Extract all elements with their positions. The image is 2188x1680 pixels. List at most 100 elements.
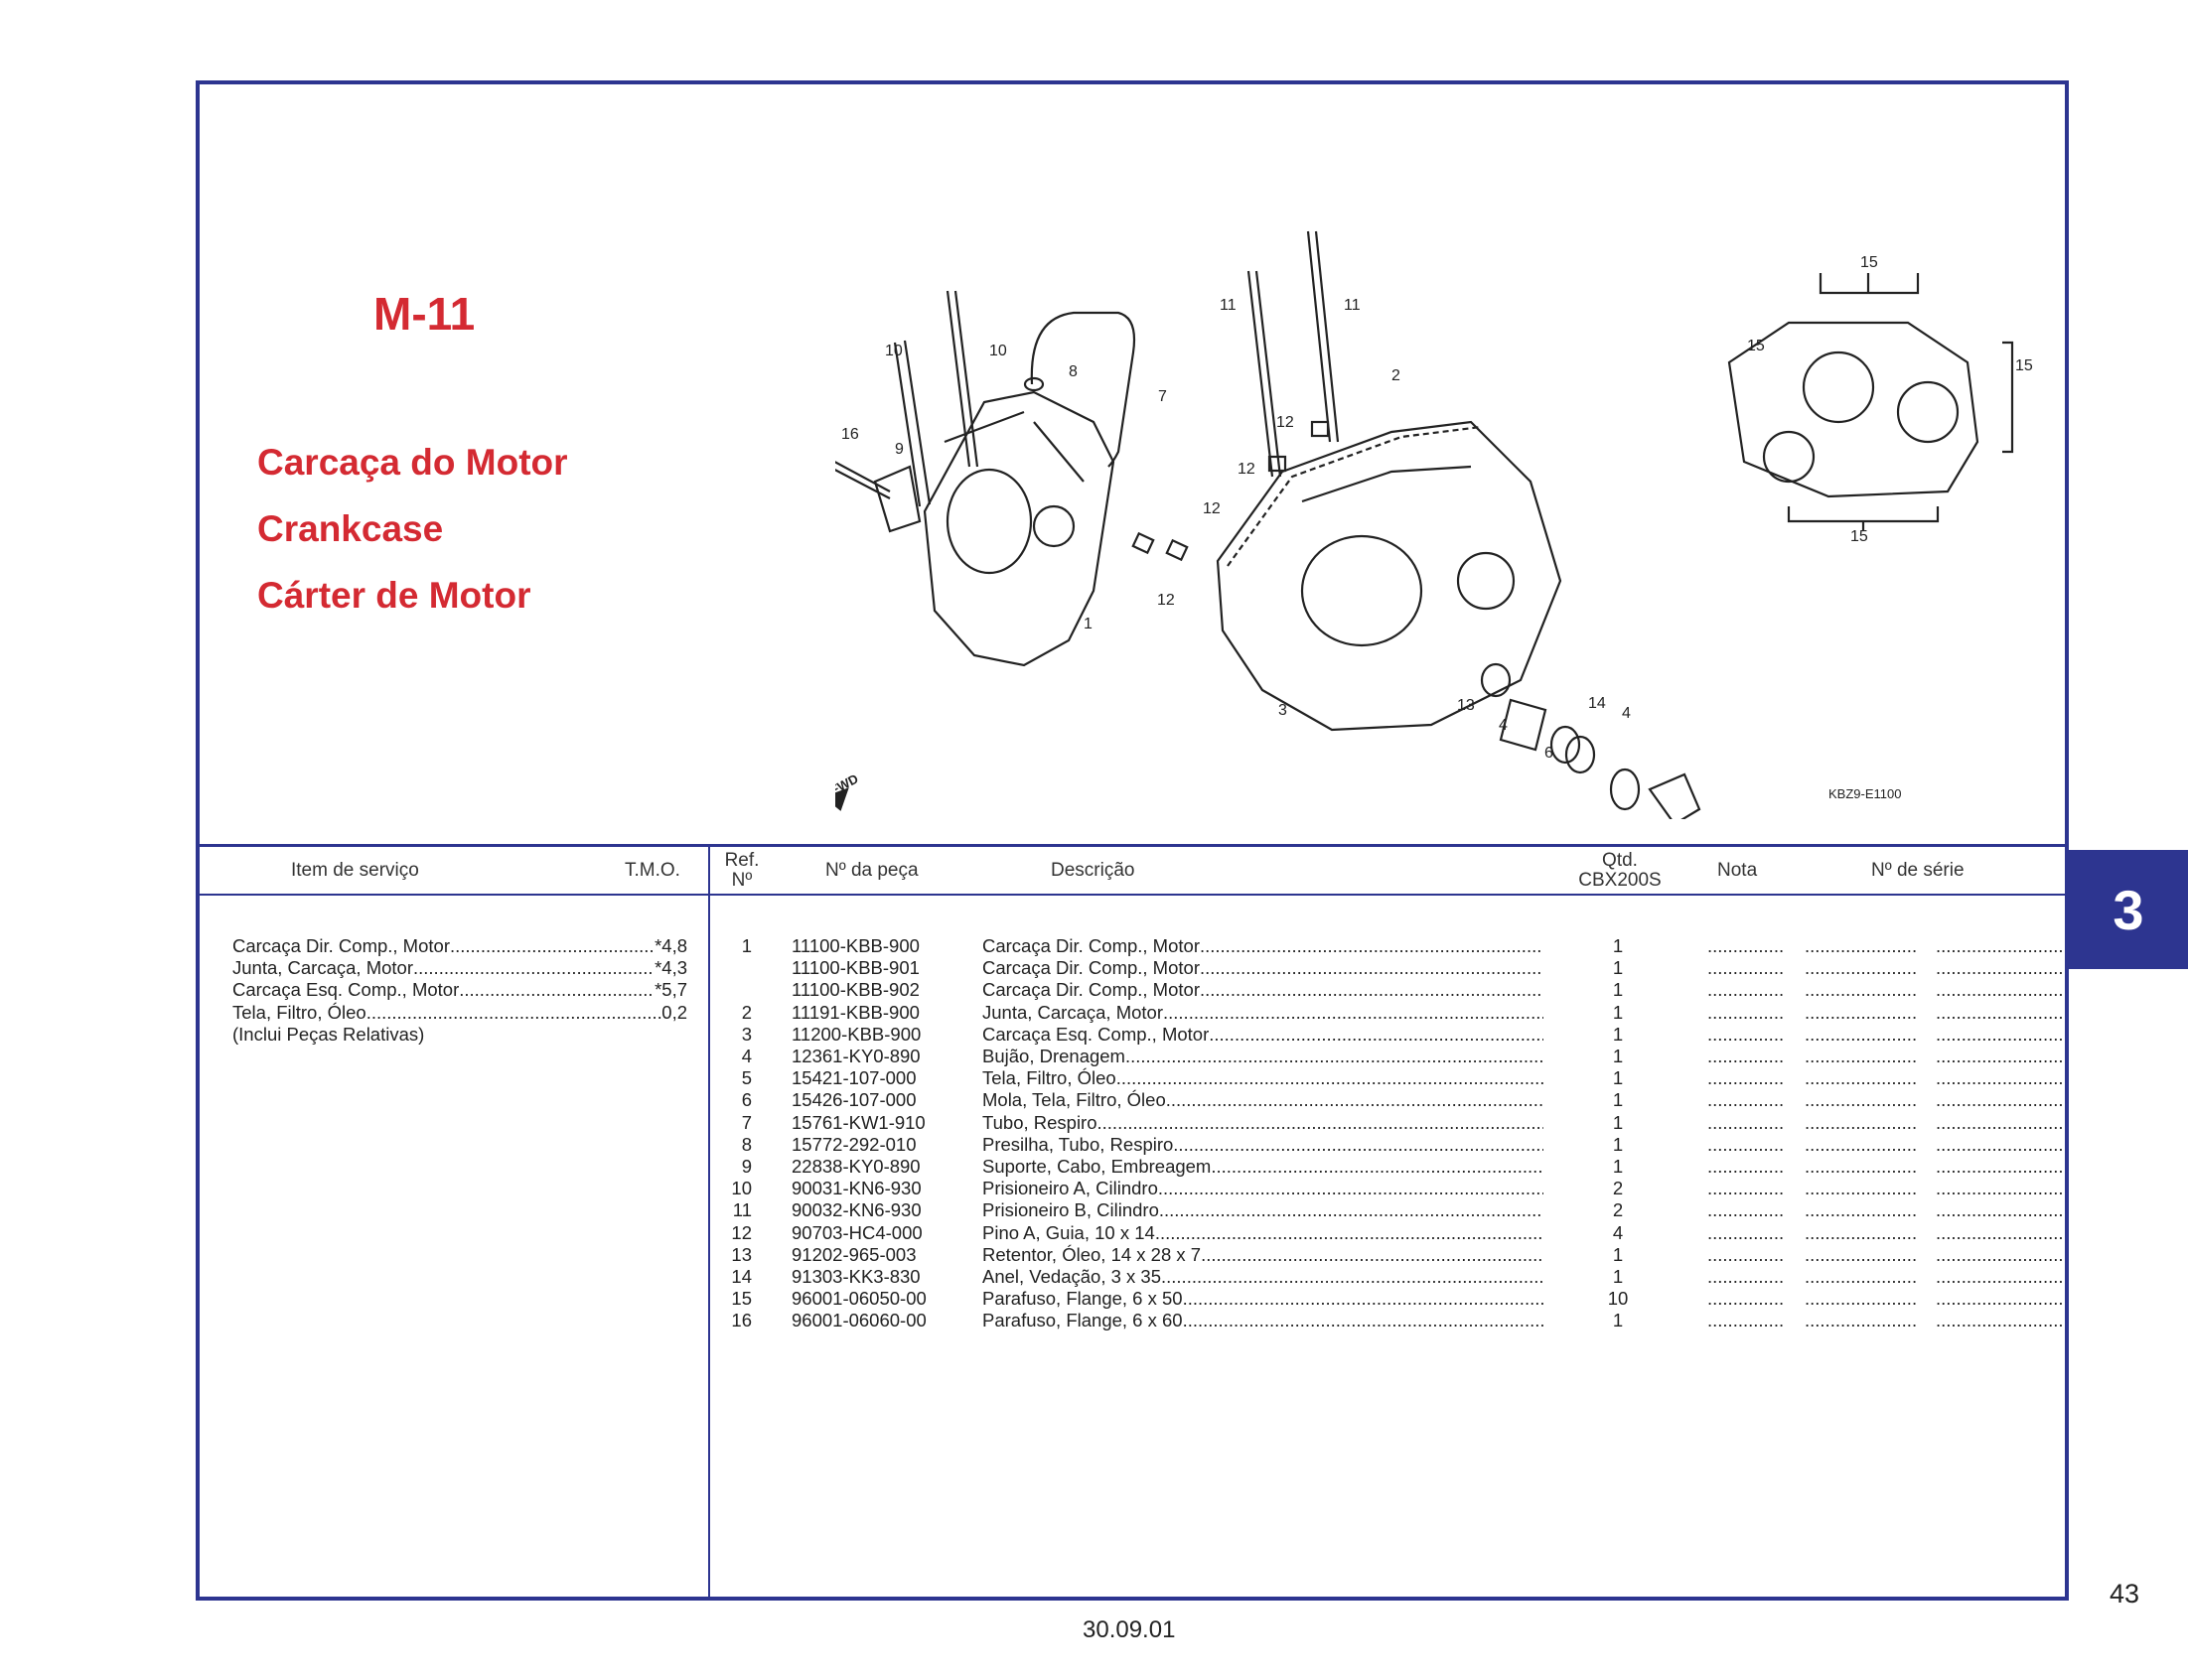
part-description-text: Prisioneiro B, Cilindro (982, 1199, 1159, 1221)
part-quantity: 1 (1612, 957, 1624, 979)
part-description: Prisioneiro A, Cilindro (982, 1178, 1543, 1199)
part-description: Pino A, Guia, 10 x 14 (982, 1222, 1543, 1244)
part-quantity: 1 (1612, 979, 1624, 1001)
part-2-gasket (1227, 425, 1482, 567)
part-quantity: 1 (1612, 1133, 1624, 1155)
blank-field-dots: ........................................ (1805, 1133, 1916, 1155)
blank-field-dots: ........................................ (1707, 1111, 1783, 1133)
leader-dots (1209, 1024, 1543, 1046)
part-quantity: 4 (1612, 1221, 1624, 1243)
part-description: Anel, Vedação, 3 x 35 (982, 1266, 1543, 1288)
blank-field-dots: ........................................ (1707, 1089, 1783, 1111)
part-ref: 7 (741, 1111, 752, 1133)
part-10-stud (893, 340, 932, 507)
blank-field-dots: ........................................ (1805, 1243, 1916, 1265)
part-description-text: Retentor, Óleo, 14 x 28 x 7 (982, 1243, 1202, 1265)
part-7-tube (1030, 311, 1136, 468)
part-description-text: Bujão, Drenagem (982, 1046, 1125, 1066)
part-description-text: Pino A, Guia, 10 x 14 (982, 1221, 1155, 1243)
part-quantity: 1 (1612, 1067, 1624, 1089)
header-qty-line2: CBX200S (1578, 870, 1662, 891)
blank-field-dots: ........................................ (1707, 1046, 1783, 1066)
part-11-stud (1246, 270, 1282, 478)
callout-14: 14 (1588, 695, 1606, 712)
part-ref: 11 (732, 1199, 752, 1221)
blank-field-dots: ........................................ (1707, 1310, 1783, 1331)
blank-field-dots: ........................................ (1936, 1199, 2065, 1221)
header-tmo: T.M.O. (625, 860, 680, 881)
header-ref-line1: Ref. (724, 850, 760, 871)
part-9-bracket (873, 465, 922, 533)
part-quantity: 1 (1612, 935, 1624, 956)
blank-field-dots: ........................................ (1805, 1046, 1916, 1066)
blank-field-dots: ........................................ (1707, 1199, 1783, 1221)
blank-field-dots: ........................................ (1936, 957, 2065, 979)
table-top-rule (200, 844, 2065, 847)
blank-field-dots: ........................................ (1707, 1067, 1783, 1089)
blank-field-dots: ........................................ (1805, 1288, 1916, 1310)
blank-field-dots: ........................................ (1805, 1089, 1916, 1111)
parts-row: 11100-KBB-901 Carcaça Dir. Comp., Motor 1… (200, 957, 2067, 979)
part-description-text: Tela, Filtro, Óleo (982, 1067, 1116, 1089)
part-description: Bujão, Drenagem (982, 1046, 1543, 1067)
part-number: 11100-KBB-900 (792, 935, 920, 956)
blank-field-dots: ........................................ (1805, 935, 1916, 956)
part-number: 11200-KBB-900 (792, 1023, 922, 1045)
part-ref: 13 (731, 1243, 752, 1265)
part-10-stud (946, 290, 979, 468)
blank-field-dots: ........................................ (1707, 979, 1783, 1001)
part-description: Carcaça Dir. Comp., Motor (982, 957, 1543, 979)
blank-field-dots: ........................................ (1805, 1156, 1916, 1177)
page-frame: M-11 Carcaça do Motor Crankcase Cárter d… (196, 80, 2069, 1601)
part-11-stud (1306, 230, 1340, 443)
table-header-rule (200, 894, 2065, 896)
service-item-tmo: *4,8 (655, 935, 687, 956)
service-item-label: (Inclui Peças Relativas) (232, 1023, 425, 1045)
service-item-row: Carcaça Esq. Comp., Motor *5,7 (232, 979, 687, 1001)
leader-dots (1161, 1266, 1543, 1288)
header-quantity: Qtd. CBX200S (1570, 851, 1670, 891)
blank-field-dots: ........................................ (1805, 1310, 1916, 1331)
leader-dots (1166, 1089, 1543, 1111)
blank-field-dots: ........................................ (1707, 1023, 1783, 1045)
callout-10: 10 (885, 343, 903, 359)
blank-field-dots: ........................................ (1707, 957, 1783, 979)
blank-field-dots: ........................................ (1805, 1023, 1916, 1045)
part-15-cover (1727, 321, 1979, 498)
callout-12: 12 (1276, 414, 1294, 431)
blank-field-dots: ........................................ (1707, 1001, 1783, 1023)
part-description-text: Suporte, Cabo, Embreagem (982, 1156, 1212, 1177)
callout-6: 6 (1544, 745, 1553, 762)
title-english: Crankcase (257, 508, 444, 549)
callout-3: 3 (1278, 702, 1287, 719)
part-description: Tela, Filtro, Óleo (982, 1067, 1543, 1089)
service-item-tmo: 0,2 (661, 1001, 687, 1023)
blank-field-dots: ........................................ (1707, 1243, 1783, 1265)
callout-2: 2 (1391, 367, 1400, 384)
blank-field-dots: ........................................ (1805, 1266, 1916, 1287)
blank-field-dots: ........................................ (1936, 1178, 2065, 1199)
blank-field-dots: ........................................ (1936, 935, 2065, 956)
section-code: M-11 (373, 288, 476, 340)
callout-16: 16 (841, 426, 859, 443)
callout-7: 7 (1158, 388, 1167, 405)
blank-field-dots: ........................................ (1936, 1156, 2065, 1177)
part-number: 15772-292-010 (792, 1133, 917, 1155)
blank-field-dots: ........................................ (1936, 1089, 2065, 1111)
part-quantity: 2 (1612, 1178, 1624, 1199)
part-number: 11100-KBB-901 (792, 957, 920, 979)
blank-field-dots: ........................................ (1805, 979, 1916, 1001)
part-number: 96001-06050-00 (792, 1288, 927, 1310)
part-description-text: Carcaça Dir. Comp., Motor (982, 957, 1200, 979)
leader-dots (1183, 1288, 1543, 1310)
blank-field-dots: ........................................ (1936, 1243, 2065, 1265)
part-quantity: 1 (1612, 1266, 1624, 1287)
